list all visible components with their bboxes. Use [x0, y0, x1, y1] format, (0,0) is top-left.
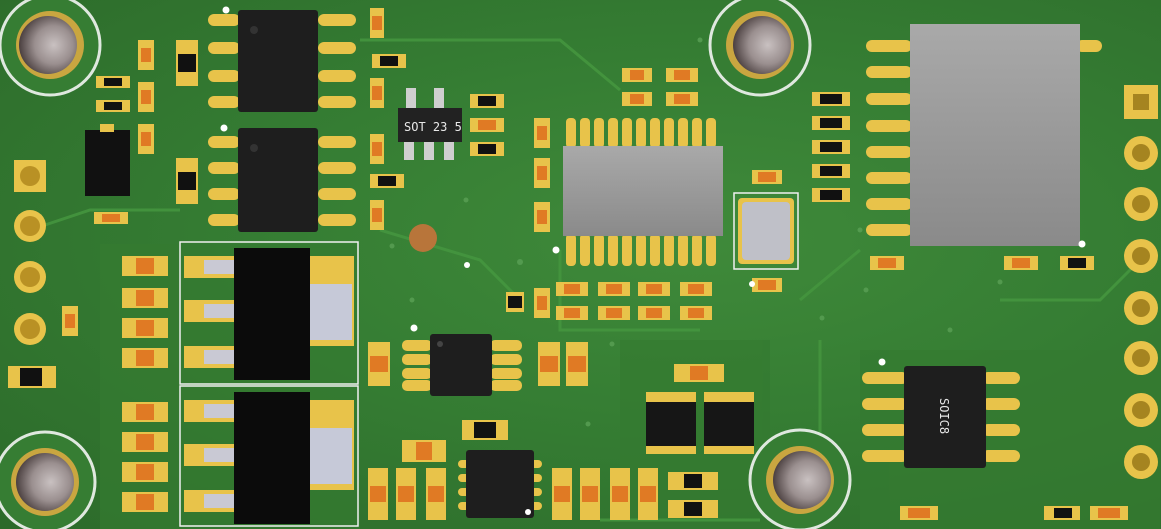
sot23-5-package-label: SOT 23 5 [404, 120, 462, 134]
ic-tssop-large [552, 118, 723, 266]
ic-msop8-center [402, 324, 522, 396]
inductor-left [85, 124, 130, 196]
ic-large-right [866, 24, 1102, 248]
left-header-pins [14, 160, 46, 345]
power-transistor-2 [179, 385, 359, 527]
ic-so8-top-left-2 [208, 128, 356, 232]
ic-soic8-right: SOIC8 [862, 358, 1020, 468]
power-transistor-1 [179, 241, 359, 385]
mounting-hole-bottom-middle [748, 428, 852, 529]
crystal [733, 192, 799, 270]
silkscreen-dots [220, 6, 755, 287]
mounting-hole-bottom-left [0, 430, 97, 529]
ic-so8-top-left-1 [208, 10, 356, 112]
capacitor-pair [646, 392, 754, 454]
ic-so8-bottom-center [458, 450, 542, 518]
mounting-hole-top-left [0, 0, 102, 97]
ic-sot23-5: SOT 23 5 [398, 88, 462, 160]
soic8-package-label: SOIC8 [937, 398, 951, 434]
test-pad [409, 224, 437, 252]
right-header-pins [1124, 85, 1158, 479]
smd-small-black [8, 40, 1094, 520]
mounting-hole-top-middle [708, 0, 812, 97]
vias [389, 37, 1003, 427]
smd-resistors [62, 8, 1128, 520]
